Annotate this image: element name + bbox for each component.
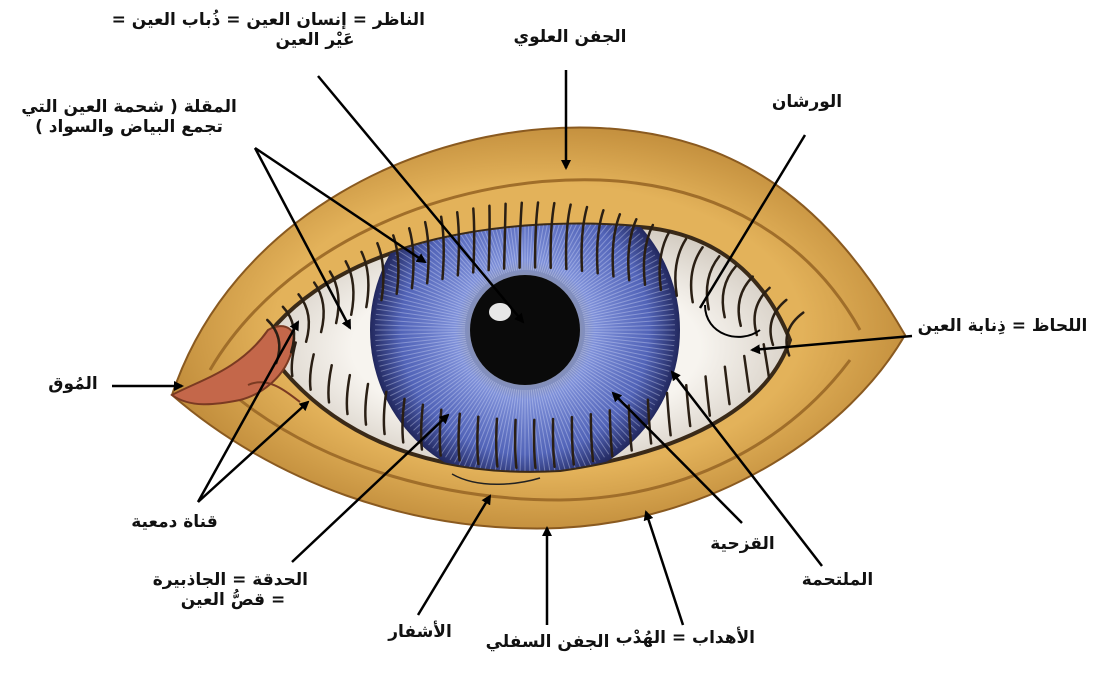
label-eyelashes: الأهداب = الهُدْب xyxy=(620,628,755,648)
eyelash xyxy=(459,414,460,461)
label-tear-duct: قناة دمعية xyxy=(112,512,237,532)
label-pupil-line-1: الناظر = إنسان العين = ذُباب العين = xyxy=(205,10,425,30)
pupil xyxy=(470,275,580,385)
label-eyeball-line-2: تجمع البياض والسواد ) xyxy=(5,117,253,137)
eyelash xyxy=(534,420,535,468)
eyelash xyxy=(477,417,478,464)
label-iris-ring-line-2: = قصُّ العين xyxy=(158,590,308,610)
eyelash xyxy=(489,206,490,270)
label-iris-ring-line-1: الحدقة = الجاذبيرة xyxy=(158,570,308,590)
label-eyeball-line-1: المقلة ( شحمة العين التي xyxy=(5,97,253,117)
label-lower-lid: الجفن السفلي xyxy=(485,632,610,652)
label-outer-corner: اللحاظ = ذِنابة العين xyxy=(915,316,1090,336)
pupil-highlight xyxy=(489,303,511,321)
eyelash xyxy=(496,419,497,467)
label-iris-ring: الحدقة = الجاذبيرة = قصُّ العين xyxy=(158,570,308,610)
label-upper-lid: الجفن العلوي xyxy=(505,27,635,47)
label-pupil-line-2: عَيْر العين xyxy=(205,30,425,50)
label-lash-line: الورشان xyxy=(752,92,862,112)
label-pupil: الناظر = إنسان العين = ذُباب العين = عَي… xyxy=(205,10,425,50)
label-iris: القزحية xyxy=(700,534,785,554)
eyelash xyxy=(515,420,516,468)
label-lashes: الأشفار xyxy=(370,622,470,642)
eyelash xyxy=(504,204,506,269)
arrow-eyelashes xyxy=(646,512,683,625)
label-eyeball: المقلة ( شحمة العين التي تجمع البياض وال… xyxy=(5,97,253,137)
label-conjunctiva: الملتحمة xyxy=(790,570,885,590)
eyelash xyxy=(440,410,441,456)
label-inner-corner: المُوق xyxy=(38,374,108,394)
